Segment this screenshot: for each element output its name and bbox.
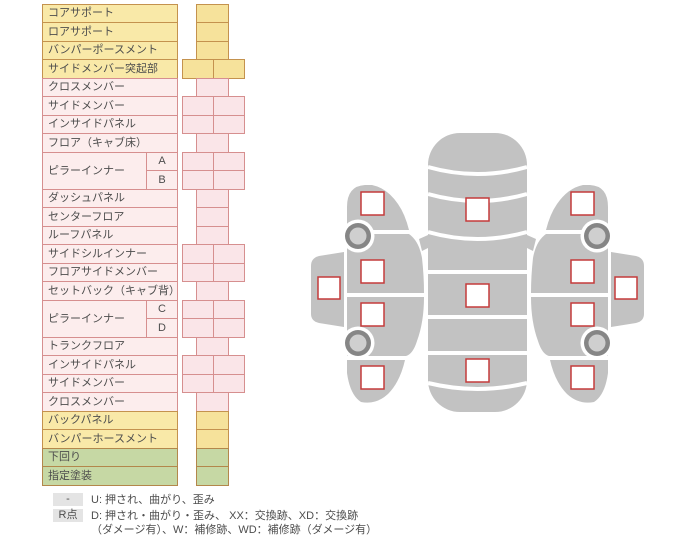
row-label: ルーフパネル: [42, 226, 178, 245]
right-mirror-icon: [527, 235, 536, 251]
row-label: 下回り: [42, 448, 178, 467]
legend-text-rpoint: D: 押され・曲がり・歪み、 XX：交換跡、XD：交換跡 （ダメージ有）、W：補…: [91, 509, 377, 535]
row-label: フロアサイドメンバー: [42, 263, 178, 282]
damage-cell[interactable]: [182, 244, 214, 264]
marker-top-rear[interactable]: [465, 358, 490, 383]
marker-left-rear-fender[interactable]: [360, 365, 385, 390]
row-label: クロスメンバー: [42, 392, 178, 412]
vehicle-diagram: [311, 133, 644, 412]
damage-cell[interactable]: [213, 96, 245, 116]
marker-right-rear-fender[interactable]: [570, 365, 595, 390]
legend-row-rpoint: R点 D: 押され・曲がり・歪み、 XX：交換跡、XD：交換跡 （ダメージ有）、…: [53, 509, 377, 535]
row-label: サイドメンバー: [42, 96, 178, 116]
row-label: クロスメンバー: [42, 78, 178, 97]
damage-cell[interactable]: [213, 244, 245, 264]
marker-left-front-fender[interactable]: [360, 191, 385, 216]
row-label: セットバック（キャブ背）: [42, 281, 180, 301]
row-label: コアサポート: [42, 4, 178, 23]
damage-cell[interactable]: [196, 337, 229, 356]
damage-cell[interactable]: [182, 115, 214, 134]
damage-cell[interactable]: [182, 170, 214, 190]
legend-text-line3: （ダメージ有）、W：補修跡、WD：補修跡（ダメージ有）: [91, 524, 378, 535]
marker-right-rear-door[interactable]: [570, 302, 595, 327]
marker-top-front[interactable]: [465, 197, 490, 222]
damage-cell[interactable]: [213, 374, 245, 393]
damage-cell[interactable]: [213, 355, 245, 375]
damage-cell[interactable]: [182, 152, 214, 171]
damage-cell[interactable]: [196, 41, 229, 60]
damage-cell[interactable]: [196, 392, 229, 412]
damage-cell[interactable]: [182, 263, 214, 282]
damage-cell[interactable]: [196, 466, 229, 486]
row-label: センターフロア: [42, 207, 178, 227]
damage-cell[interactable]: [196, 429, 229, 449]
damage-cell[interactable]: [196, 133, 229, 153]
row-sublabel: A: [146, 152, 178, 171]
row-label: ピラーインナー: [42, 152, 147, 190]
damage-cell[interactable]: [196, 4, 229, 23]
damage-cell[interactable]: [182, 96, 214, 116]
row-sublabel: B: [146, 170, 178, 190]
legend-text-line2: D: 押され・曲がり・歪み、 XX：交換跡、XD：交換跡: [91, 510, 359, 522]
damage-cell[interactable]: [196, 207, 229, 227]
damage-cell[interactable]: [213, 300, 245, 319]
marker-top-center[interactable]: [465, 283, 490, 308]
damage-cell[interactable]: [213, 318, 245, 338]
row-label: トランクフロア: [42, 337, 178, 356]
row-label: バックパネル: [42, 411, 178, 430]
rear-wheel-icon: [341, 326, 375, 360]
row-label: ダッシュパネル: [42, 189, 178, 208]
front-wheel-icon: [341, 219, 375, 253]
row-label: バンパーポースメント: [42, 41, 178, 60]
row-label: インサイドパネル: [42, 355, 178, 375]
damage-cell[interactable]: [196, 189, 229, 208]
legend-key-dash: -: [53, 493, 83, 506]
legend-row-u: - U: 押され、曲がり、歪み: [53, 493, 377, 507]
row-label: 指定塗装: [42, 466, 178, 486]
damage-cell[interactable]: [196, 22, 229, 42]
damage-cell[interactable]: [196, 281, 229, 301]
damage-cell[interactable]: [213, 115, 245, 134]
legend-key-rpoint: R点: [53, 509, 83, 522]
row-sublabel: D: [146, 318, 178, 338]
marker-right-front-fender[interactable]: [570, 191, 595, 216]
damage-cell[interactable]: [213, 59, 245, 79]
row-label: サイドシルインナー: [42, 244, 178, 264]
row-label: ロアサポート: [42, 22, 178, 42]
marker-left-rocker-panel[interactable]: [317, 276, 341, 300]
top-view-car-body: [419, 133, 536, 412]
row-label: ピラーインナー: [42, 300, 147, 338]
damage-cell[interactable]: [196, 78, 229, 97]
row-label: フロア（キャブ床）: [42, 133, 178, 153]
marker-left-front-door[interactable]: [360, 259, 385, 284]
damage-cell[interactable]: [182, 355, 214, 375]
legend: - U: 押され、曲がり、歪み R点 D: 押され・曲がり・歪み、 XX：交換跡…: [53, 493, 377, 535]
damage-cell[interactable]: [182, 300, 214, 319]
damage-cell[interactable]: [196, 226, 229, 245]
marker-right-rocker-panel[interactable]: [614, 276, 638, 300]
damage-cell[interactable]: [213, 170, 245, 190]
damage-cell[interactable]: [196, 411, 229, 430]
row-sublabel: C: [146, 300, 178, 319]
left-mirror-icon: [419, 235, 428, 251]
marker-left-rear-door[interactable]: [360, 302, 385, 327]
row-label: サイドメンバー突起部: [42, 59, 178, 79]
damage-cell[interactable]: [196, 448, 229, 467]
marker-right-front-door[interactable]: [570, 259, 595, 284]
legend-text-u: U: 押され、曲がり、歪み: [91, 494, 215, 506]
damage-cell[interactable]: [213, 152, 245, 171]
damage-cell[interactable]: [182, 318, 214, 338]
row-label: サイドメンバー: [42, 374, 178, 393]
damage-cell[interactable]: [213, 263, 245, 282]
row-label: バンパーホースメント: [42, 429, 178, 449]
damage-cell[interactable]: [182, 374, 214, 393]
row-label: インサイドパネル: [42, 115, 178, 134]
damage-cell[interactable]: [182, 59, 214, 79]
